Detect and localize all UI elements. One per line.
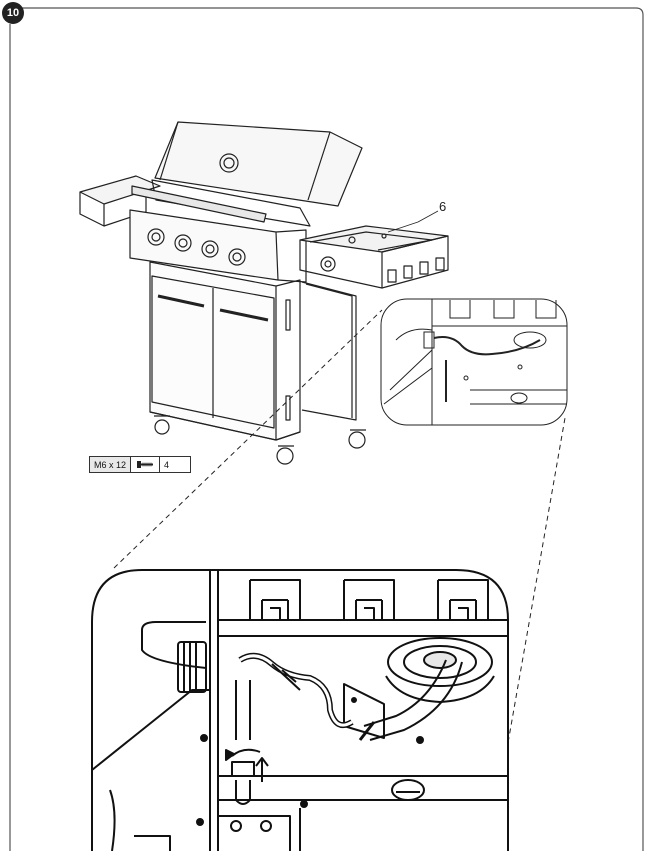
step-number-badge: 10	[2, 2, 24, 24]
callout-label-side-burner: 6	[439, 199, 447, 214]
page-border	[9, 7, 644, 851]
grill-overview	[79, 121, 449, 465]
part-size: M6 x 12	[90, 457, 131, 472]
dashed-guide-lines	[113, 309, 566, 761]
parts-list: M6 x 12 4	[89, 456, 191, 473]
part-quantity: 4	[164, 459, 170, 470]
detail-inset-large	[91, 569, 509, 851]
screw-icon	[131, 457, 160, 472]
detail-inset-small	[380, 298, 568, 426]
